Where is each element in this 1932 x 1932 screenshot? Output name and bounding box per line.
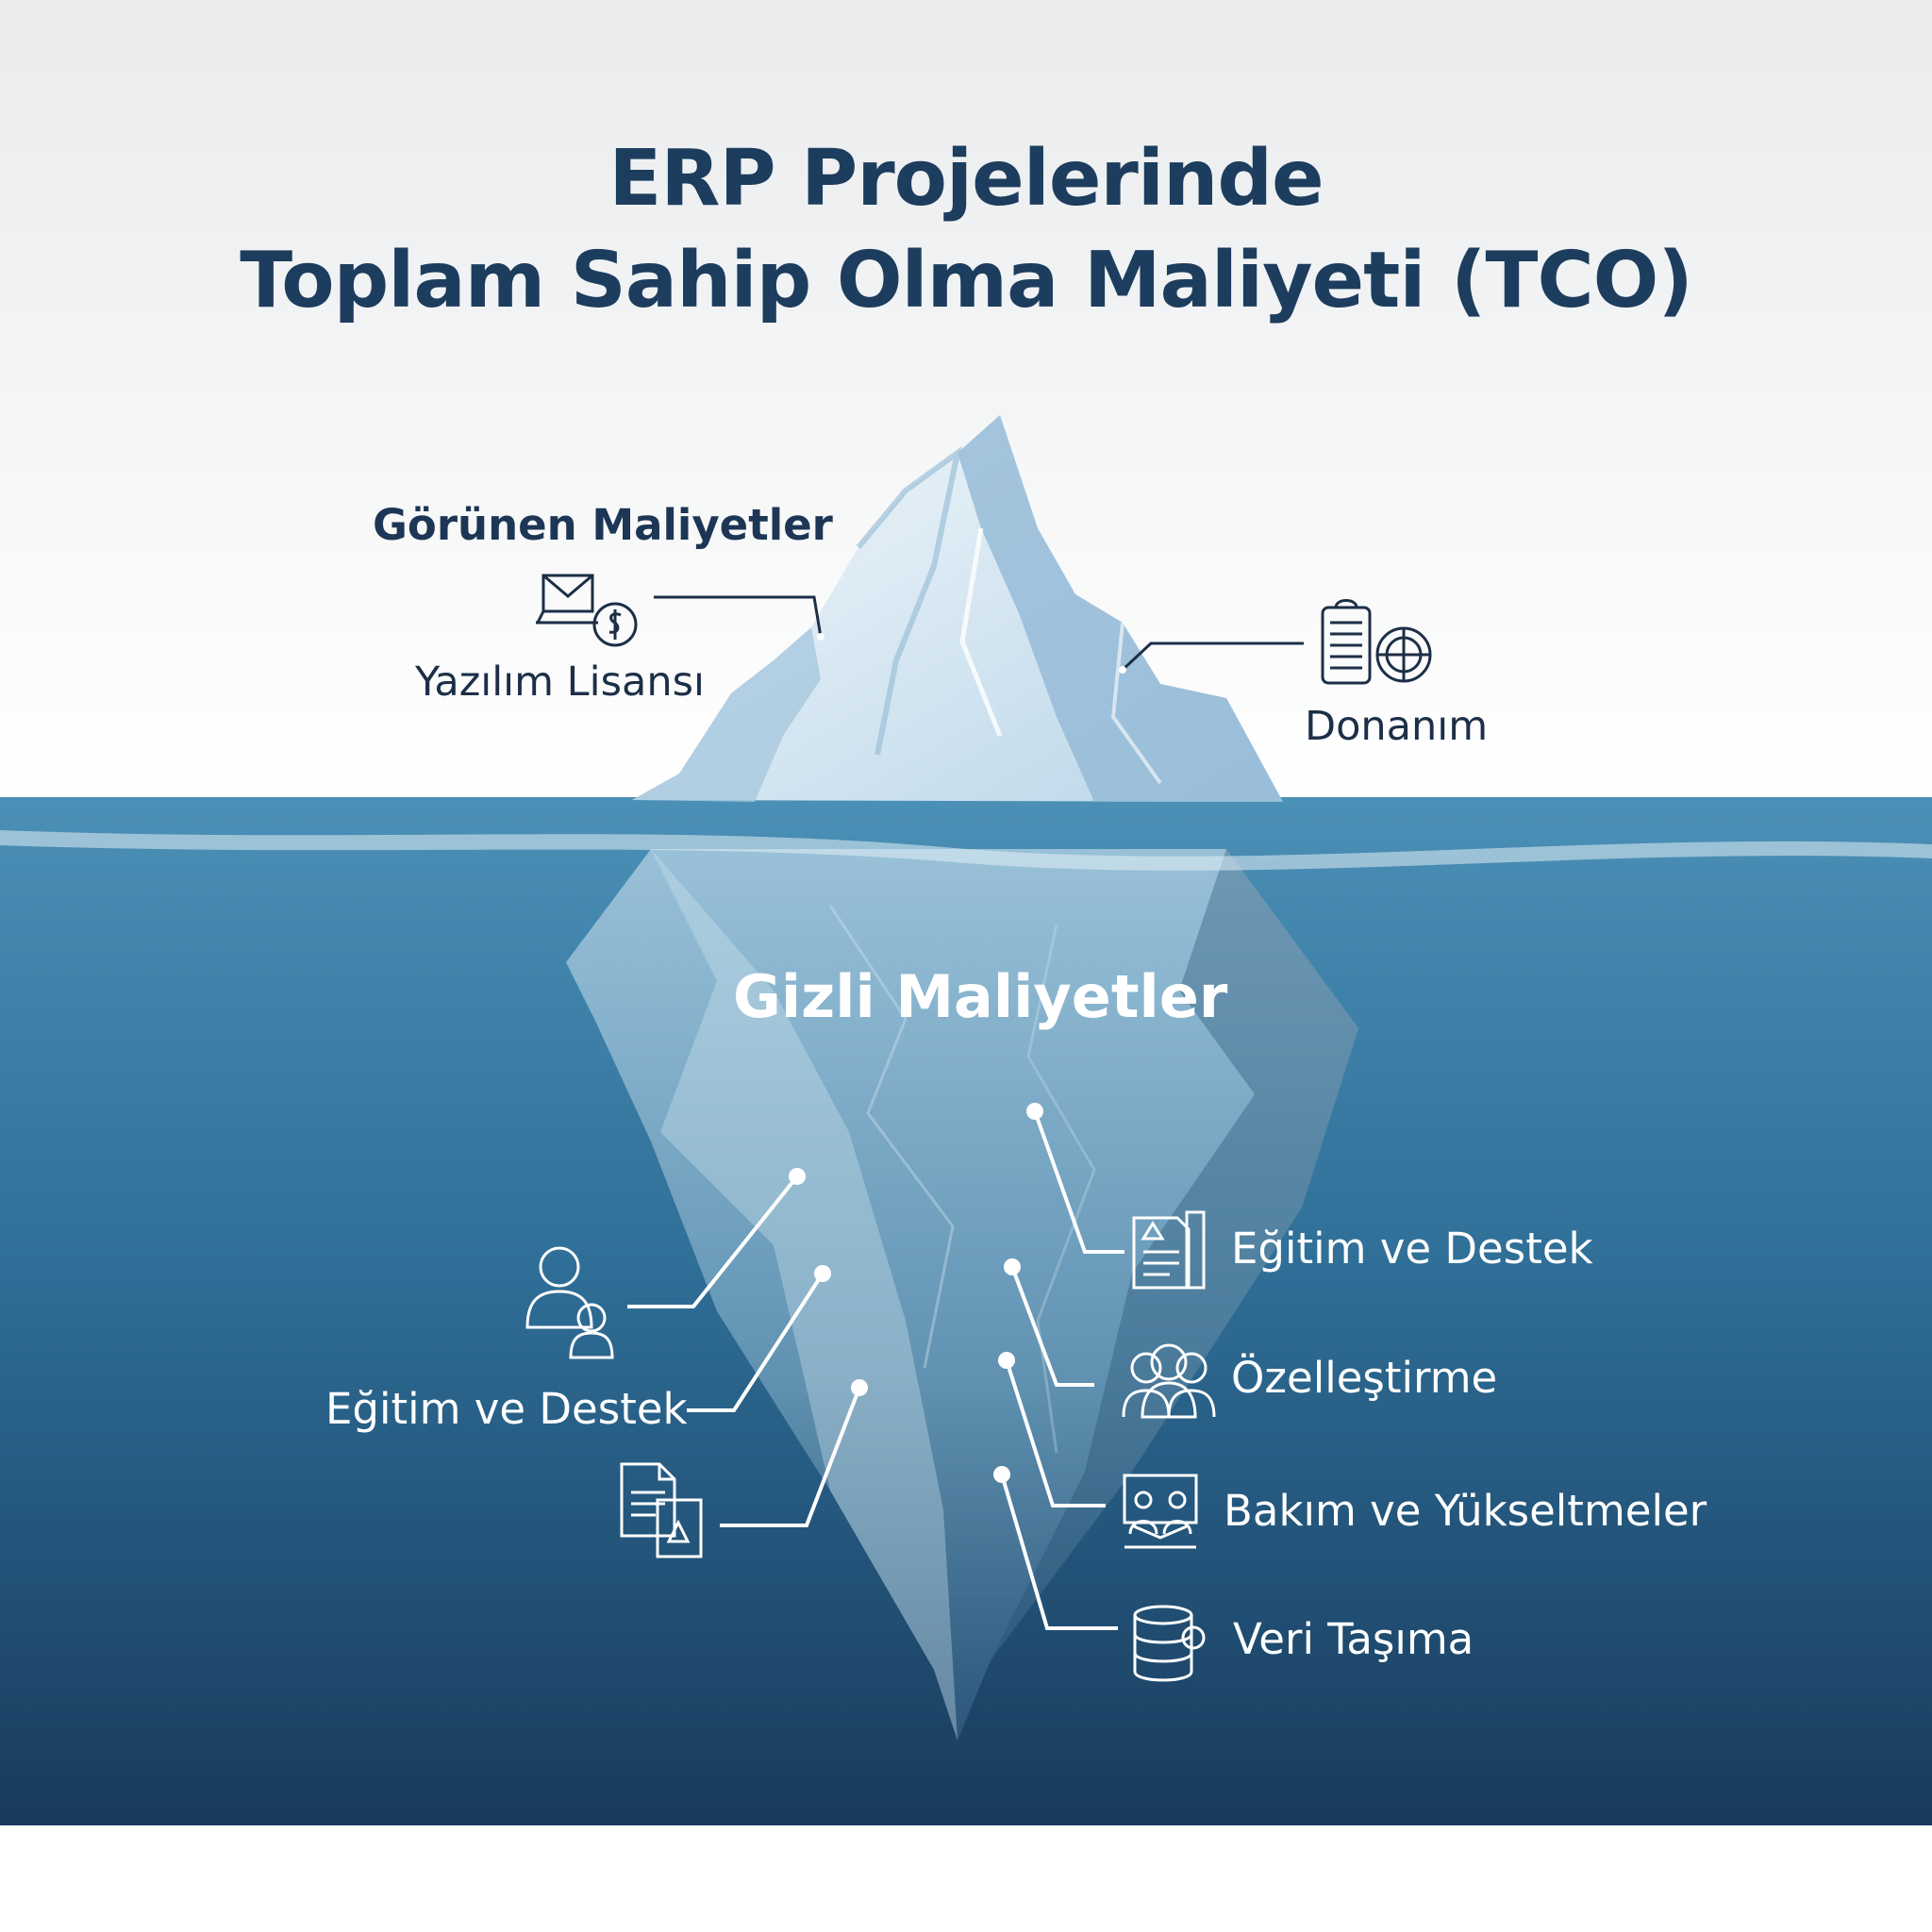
water-surface	[0, 830, 1932, 871]
hardware-server-icon	[1321, 599, 1432, 685]
connector-dot	[789, 1168, 806, 1185]
connector-dot	[814, 1265, 831, 1282]
hidden-right-connectors	[1000, 1110, 1124, 1630]
team-icon	[1122, 1343, 1216, 1419]
users-icon	[525, 1246, 614, 1359]
title-line-2: Toplam Sahip Olma Maliyeti (TCO)	[240, 236, 1693, 325]
title-line-1: ERP Projelerinde	[608, 134, 1324, 224]
bottom-margin	[0, 1825, 1932, 1932]
hidden-left-connectors	[627, 1174, 861, 1527]
connector-dot	[998, 1352, 1015, 1369]
connector-dot	[1026, 1103, 1043, 1120]
connector-dot	[851, 1379, 868, 1396]
hidden-right-label-4: Veri Taşıma	[1233, 1614, 1474, 1664]
connector-dot	[993, 1466, 1010, 1483]
software-license-label: Yazılım Lisansı	[415, 658, 705, 706]
hidden-right-label-1: Eğitim ve Destek	[1231, 1224, 1593, 1274]
iceberg-tip	[632, 415, 1283, 802]
connector-license	[654, 595, 823, 638]
monitor-people-icon	[1123, 1474, 1198, 1549]
hidden-left-label-1: Eğitim ve Destek	[325, 1384, 688, 1434]
connector-dot	[1119, 666, 1126, 674]
database-icon	[1133, 1605, 1206, 1682]
document-icon	[1132, 1210, 1206, 1290]
visible-costs-heading: Görünen Maliyetler	[373, 500, 833, 550]
hidden-costs-heading: Gizli Maliyetler	[733, 962, 1228, 1031]
hardware-label: Donanım	[1305, 703, 1489, 750]
connector-dot	[817, 633, 824, 641]
license-dollar-icon	[536, 574, 638, 647]
hidden-right-label-2: Özelleştirme	[1231, 1353, 1498, 1403]
documents-icon	[620, 1462, 703, 1558]
connector-hardware	[1121, 641, 1304, 672]
hidden-right-label-3: Bakım ve Yükseltmeler	[1224, 1486, 1707, 1536]
connector-dot	[1004, 1258, 1021, 1275]
iceberg-underwater	[566, 849, 1358, 1740]
